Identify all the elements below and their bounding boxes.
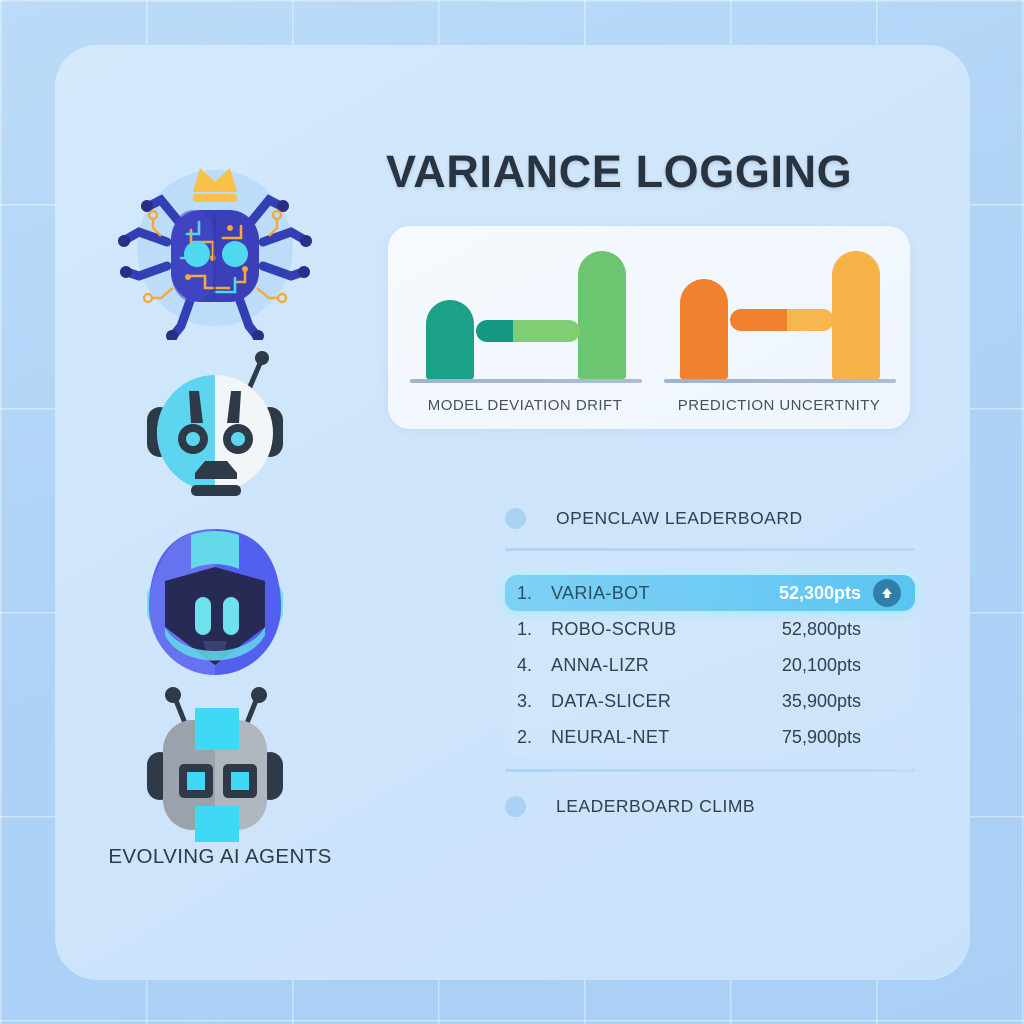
up-arrow-icon[interactable]: [873, 579, 901, 607]
agent-name: NEURAL-NET: [551, 726, 670, 747]
leaderboard-row[interactable]: 1. ROBO-SCRUB 52,800pts: [505, 611, 915, 647]
chart-plot: [402, 248, 648, 383]
rank-number: 3.: [517, 690, 533, 711]
rank-number: 2.: [517, 726, 533, 747]
agent-name: DATA-SLICER: [551, 690, 672, 711]
climb-heading-row: LEADERBOARD CLIMB: [505, 788, 915, 824]
leaderboard-list[interactable]: 1. VARIA-BOT 52,300pts 1. ROBO-SCRUB 52,800pt…: [505, 571, 915, 757]
agent-name: VARIA-BOT: [551, 582, 650, 603]
agent-score: 75,900pts: [781, 726, 861, 747]
climb-heading: LEADERBOARD CLIMB: [556, 795, 756, 816]
chart-bar: [680, 279, 728, 379]
leaderboard-section: OPENCLAW LEADERBOARD 1. VARIA-BOT 52,300pt…: [505, 500, 915, 824]
agent-score: 20,100pts: [781, 654, 861, 675]
chart-bar: [426, 299, 474, 379]
leaderboard-row[interactable]: 1. VARIA-BOT 52,300pts: [505, 575, 915, 611]
leaderboard-row[interactable]: 4. ANNA-LIZR 20,100pts: [505, 647, 915, 683]
rank-number: 4.: [517, 654, 533, 675]
leaderboard-row[interactable]: 2. NEURAL-NET 75,900pts: [505, 719, 915, 755]
agent-name: ROBO-SCRUB: [551, 618, 677, 639]
heading-divider: [505, 548, 915, 551]
agent-score: 52,300pts: [778, 582, 861, 603]
leaderboard-heading-row: OPENCLAW LEADERBOARD: [505, 500, 915, 536]
helmet-robot-icon: [95, 515, 335, 690]
chart-connector: [476, 319, 580, 342]
chart-bar: [832, 251, 880, 379]
chart-group-label: MODEL DEVIATION DRIFT: [427, 397, 623, 414]
split-face-robot-icon: [95, 345, 335, 520]
bullet-dot-icon: [505, 507, 526, 529]
boxy-antenna-robot-icon: [95, 680, 335, 855]
leaderboard-row[interactable]: 3. DATA-SLICER 35,900pts: [505, 683, 915, 719]
agent-column-caption: EVOLVING AI AGENTS: [108, 845, 332, 868]
bullet-dot-icon: [505, 795, 526, 817]
chart-bar: [578, 251, 626, 379]
agent-score: 35,900pts: [781, 690, 861, 711]
list-divider: [505, 769, 915, 772]
agent-score: 52,800pts: [781, 618, 861, 639]
chart-connector: [730, 309, 834, 332]
agent-name: ANNA-LIZR: [551, 654, 650, 675]
page-title: VARIANCE LOGGING: [386, 146, 853, 197]
chart-group: PREDICTION UNCERTNITY: [656, 248, 902, 428]
rank-number: 1.: [517, 582, 533, 603]
chart-group: MODEL DEVIATION DRIFT: [402, 248, 648, 428]
agent-icon-column: [95, 130, 335, 890]
chart-panel: MODEL DEVIATION DRIFT PREDICTION UNCERTN…: [388, 226, 910, 429]
chart-baseline: [664, 379, 896, 383]
chart-baseline: [410, 379, 642, 383]
rank-number: 1.: [517, 618, 533, 639]
crowned-circuit-spider-icon: [95, 130, 335, 342]
leaderboard-heading: OPENCLAW LEADERBOARD: [556, 507, 803, 528]
chart-group-label: PREDICTION UNCERTNITY: [677, 397, 881, 414]
chart-plot: [656, 248, 902, 383]
